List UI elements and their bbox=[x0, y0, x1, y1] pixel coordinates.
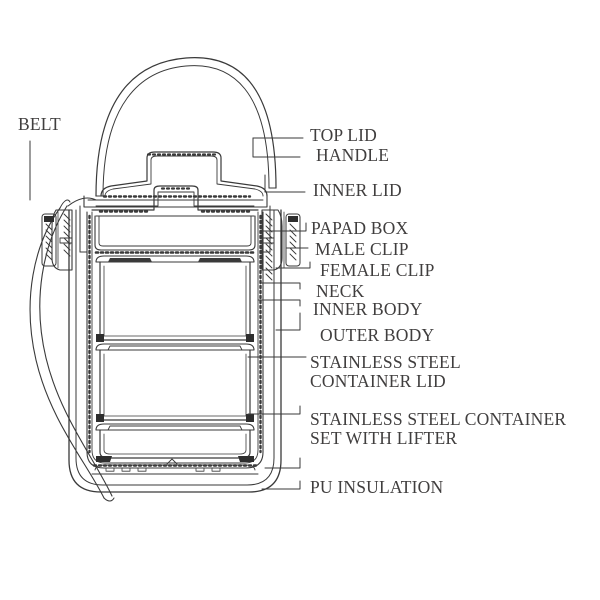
papad-box-shape bbox=[94, 215, 256, 254]
inner-lid-shape bbox=[91, 185, 259, 213]
leader-outer-body bbox=[275, 312, 301, 331]
label-male-clip: MALE CLIP bbox=[315, 239, 409, 259]
leader-lines bbox=[29, 137, 311, 490]
label-ss-container-set: STAINLESS STEEL CONTAINER SET WITH LIFTE… bbox=[310, 410, 600, 448]
leader-female-clip bbox=[275, 261, 311, 269]
ss-container-1 bbox=[95, 255, 255, 342]
lifter-handle-1a bbox=[108, 258, 152, 262]
right-clip-assembly bbox=[261, 209, 301, 281]
leader-inner-body bbox=[257, 299, 301, 307]
ss-container-2 bbox=[95, 343, 255, 422]
label-pu-insulation: PU INSULATION bbox=[310, 477, 444, 497]
label-top-lid: TOP LID bbox=[310, 125, 378, 145]
leader-pu-insulation bbox=[261, 480, 301, 490]
stainless-steel-container-stack bbox=[95, 255, 255, 462]
label-inner-body: INNER BODY bbox=[313, 299, 423, 319]
ss-container-lid-1 bbox=[95, 255, 255, 263]
lifter-handle-1b bbox=[198, 258, 242, 262]
leader-ss-container-set-2 bbox=[264, 457, 301, 469]
label-ss-container-set-line1: STAINLESS STEEL CONTAINER bbox=[310, 409, 567, 429]
ss-container-lid-3 bbox=[95, 423, 255, 431]
label-inner-lid: INNER LID bbox=[313, 180, 402, 200]
ss-container-lid-2 bbox=[95, 343, 255, 351]
label-female-clip: FEMALE CLIP bbox=[320, 260, 435, 280]
top-lid-shape bbox=[83, 151, 268, 208]
leader-ss-container-set bbox=[247, 405, 301, 415]
label-ss-container-lid: STAINLESS STEEL CONTAINER LID bbox=[310, 353, 600, 391]
leader-handle bbox=[252, 137, 301, 158]
label-ss-container-lid-line1: STAINLESS STEEL bbox=[310, 352, 461, 372]
inner-body-shape bbox=[86, 211, 264, 469]
neck-shape bbox=[79, 205, 271, 253]
label-handle: HANDLE bbox=[316, 145, 390, 165]
handle-shape bbox=[95, 57, 277, 197]
label-outer-body: OUTER BODY bbox=[320, 325, 435, 345]
label-ss-container-lid-line2: CONTAINER LID bbox=[310, 370, 446, 391]
belt-shape bbox=[29, 197, 115, 502]
label-ss-container-set-line2: SET WITH LIFTER bbox=[310, 427, 458, 448]
leader-papad-box bbox=[262, 222, 307, 232]
ss-container-3 bbox=[95, 423, 255, 462]
leader-inner-lid bbox=[264, 174, 306, 193]
male-clip-shape bbox=[285, 213, 301, 267]
label-belt: BELT bbox=[18, 114, 61, 134]
label-papad-box: PAPAD BOX bbox=[311, 218, 409, 238]
female-clip-shape bbox=[265, 213, 273, 281]
left-clip-assembly bbox=[41, 209, 73, 271]
label-neck: NECK bbox=[316, 281, 365, 301]
leader-neck bbox=[261, 282, 301, 290]
